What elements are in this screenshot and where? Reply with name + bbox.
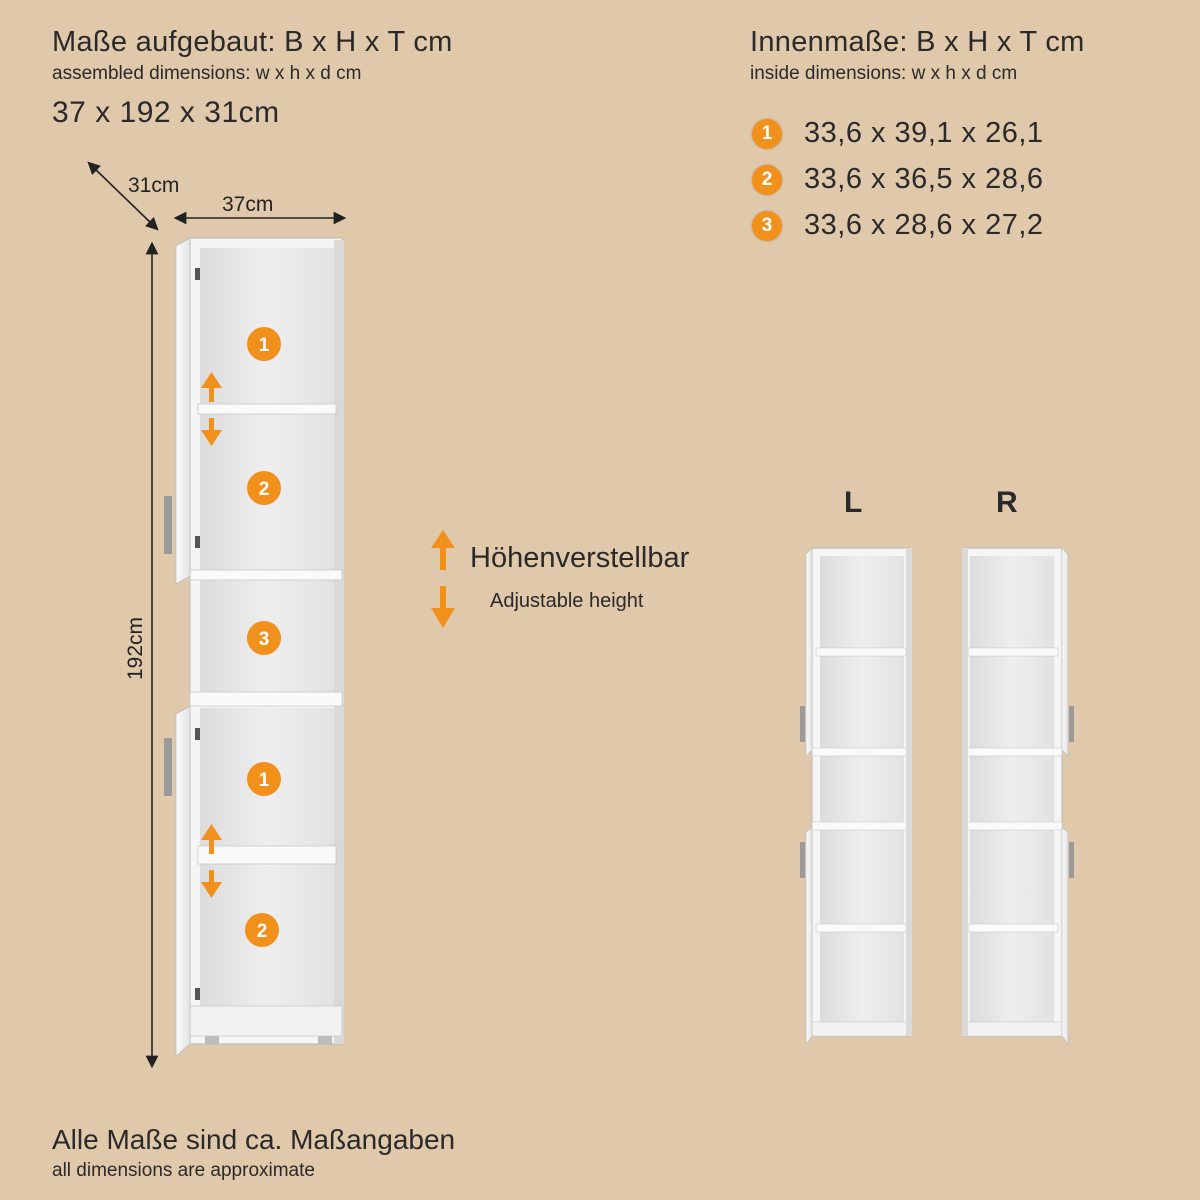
depth-label: 31cm: [128, 174, 179, 197]
adjust-arrow-icon: [201, 824, 222, 898]
compartment-badge-2a: 2: [247, 471, 281, 505]
variant-right-cabinet: [962, 547, 1074, 1045]
compartment-badge-label: 2: [257, 921, 268, 942]
footer-note-en: all dimensions are approximate: [52, 1160, 315, 1181]
compartment-badge-1a: 1: [247, 327, 281, 361]
adjustable-label-de: Höhenverstellbar: [470, 542, 690, 574]
assembled-title-de: Maße aufgebaut: B x H x T cm: [52, 26, 453, 58]
depth-dimension: 31cm: [87, 161, 179, 231]
assembled-title-en: assembled dimensions: w x h x d cm: [52, 63, 362, 84]
height-dimension: 192cm: [124, 241, 159, 1069]
compartment-badge-label: 1: [259, 335, 270, 356]
compartment-badge-label: 1: [259, 770, 270, 791]
compartment-badge-label: 2: [259, 479, 270, 500]
inside-dim-value: 33,6 x 39,1 x 26,1: [804, 117, 1044, 149]
inside-title-de: Innenmaße: B x H x T cm: [750, 26, 1085, 58]
legend-up-arrow-icon: [431, 530, 455, 570]
variant-left-cabinet: [800, 547, 912, 1045]
compartment-badge: 1: [752, 118, 782, 149]
footer-note-de: Alle Maße sind ca. Maßangaben: [52, 1124, 456, 1155]
inside-dim-row-1: 1 33,6 x 39,1 x 26,1: [752, 117, 1044, 150]
inside-dim-value: 33,6 x 36,5 x 28,6: [804, 163, 1044, 195]
inside-dim-row-2: 2 33,6 x 36,5 x 28,6: [752, 163, 1044, 196]
inside-dim-row-3: 3 33,6 x 28,6 x 27,2: [752, 209, 1044, 242]
compartment-badge: 2: [752, 164, 782, 195]
height-label: 192cm: [124, 617, 147, 680]
inside-title-en: inside dimensions: w x h x d cm: [750, 63, 1018, 84]
variant-right-label: R: [996, 486, 1018, 519]
compartment-badge-1b: 1: [247, 762, 281, 796]
width-dimension: 37cm: [173, 193, 347, 225]
compartment-badge-2b: 2: [245, 913, 279, 947]
assembled-value: 37 x 192 x 31cm: [52, 96, 280, 129]
compartment-badge: 3: [752, 210, 782, 241]
compartment-badge-label: 3: [259, 629, 270, 650]
adjust-arrow-icon: [201, 372, 222, 446]
compartment-badge-3: 3: [247, 621, 281, 655]
width-label: 37cm: [222, 193, 273, 216]
legend-down-arrow-icon: [431, 586, 455, 628]
inside-dim-value: 33,6 x 28,6 x 27,2: [804, 209, 1044, 241]
adjustable-label-en: Adjustable height: [490, 590, 644, 612]
variant-left-label: L: [844, 486, 863, 519]
